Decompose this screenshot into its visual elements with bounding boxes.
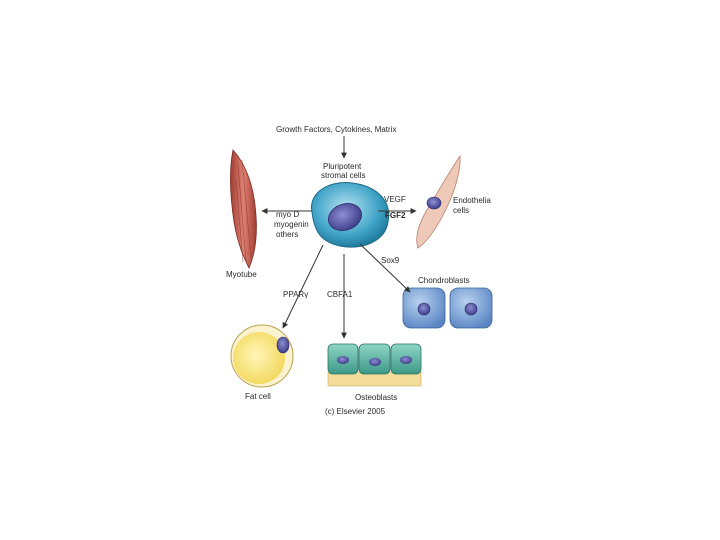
osteoblast-cells bbox=[327, 343, 422, 387]
stromal-label-line2: stromal cells bbox=[321, 171, 366, 180]
ppar-label: PPARγ bbox=[283, 290, 309, 299]
myotube-label: Myotube bbox=[226, 270, 257, 279]
osteoblasts-label: Osteoblasts bbox=[355, 393, 398, 402]
stromal-cell bbox=[311, 182, 390, 248]
myod-label-line1: myo D bbox=[276, 210, 300, 219]
chondroblast-nucleus-1 bbox=[417, 302, 431, 316]
endothelial-nucleus bbox=[426, 196, 442, 210]
arrow-to-fat-cell bbox=[282, 244, 324, 329]
chondroblast-nucleus-2 bbox=[464, 302, 478, 316]
arrow-to-chondroblast bbox=[359, 243, 411, 293]
fat-cell bbox=[230, 324, 294, 388]
osteoblast-nucleus-3 bbox=[400, 356, 412, 364]
chondroblast-cells bbox=[402, 287, 493, 329]
copyright-label: (c) Elsevier 2005 bbox=[325, 407, 386, 416]
cbfa1-label: CBFA1 bbox=[327, 290, 353, 299]
endothelial-label-line1: Endothelia bbox=[453, 196, 491, 205]
myotube-cell bbox=[230, 149, 257, 269]
header-label: Growth Factors, Cytokines, Matrix bbox=[276, 125, 397, 134]
sox9-label: Sox9 bbox=[381, 256, 400, 265]
endothelial-cell bbox=[416, 154, 461, 249]
fgf2-label: FGF2 bbox=[385, 211, 406, 220]
endothelial-label-line2: cells bbox=[453, 206, 470, 215]
stromal-nucleus bbox=[328, 203, 362, 231]
fat-cell-nucleus bbox=[276, 336, 290, 354]
myod-label-line3: others bbox=[276, 230, 299, 239]
osteoblast-nucleus-1 bbox=[337, 356, 349, 364]
vegf-label: VEGF bbox=[384, 195, 406, 204]
fat-cell-label: Fat cell bbox=[245, 392, 271, 401]
chondroblasts-label: Chondroblasts bbox=[418, 276, 470, 285]
osteoblast-nucleus-2 bbox=[369, 358, 381, 366]
myod-label-line2: myogenin bbox=[274, 220, 309, 229]
stromal-label-line1: Pluripotent bbox=[323, 162, 362, 171]
